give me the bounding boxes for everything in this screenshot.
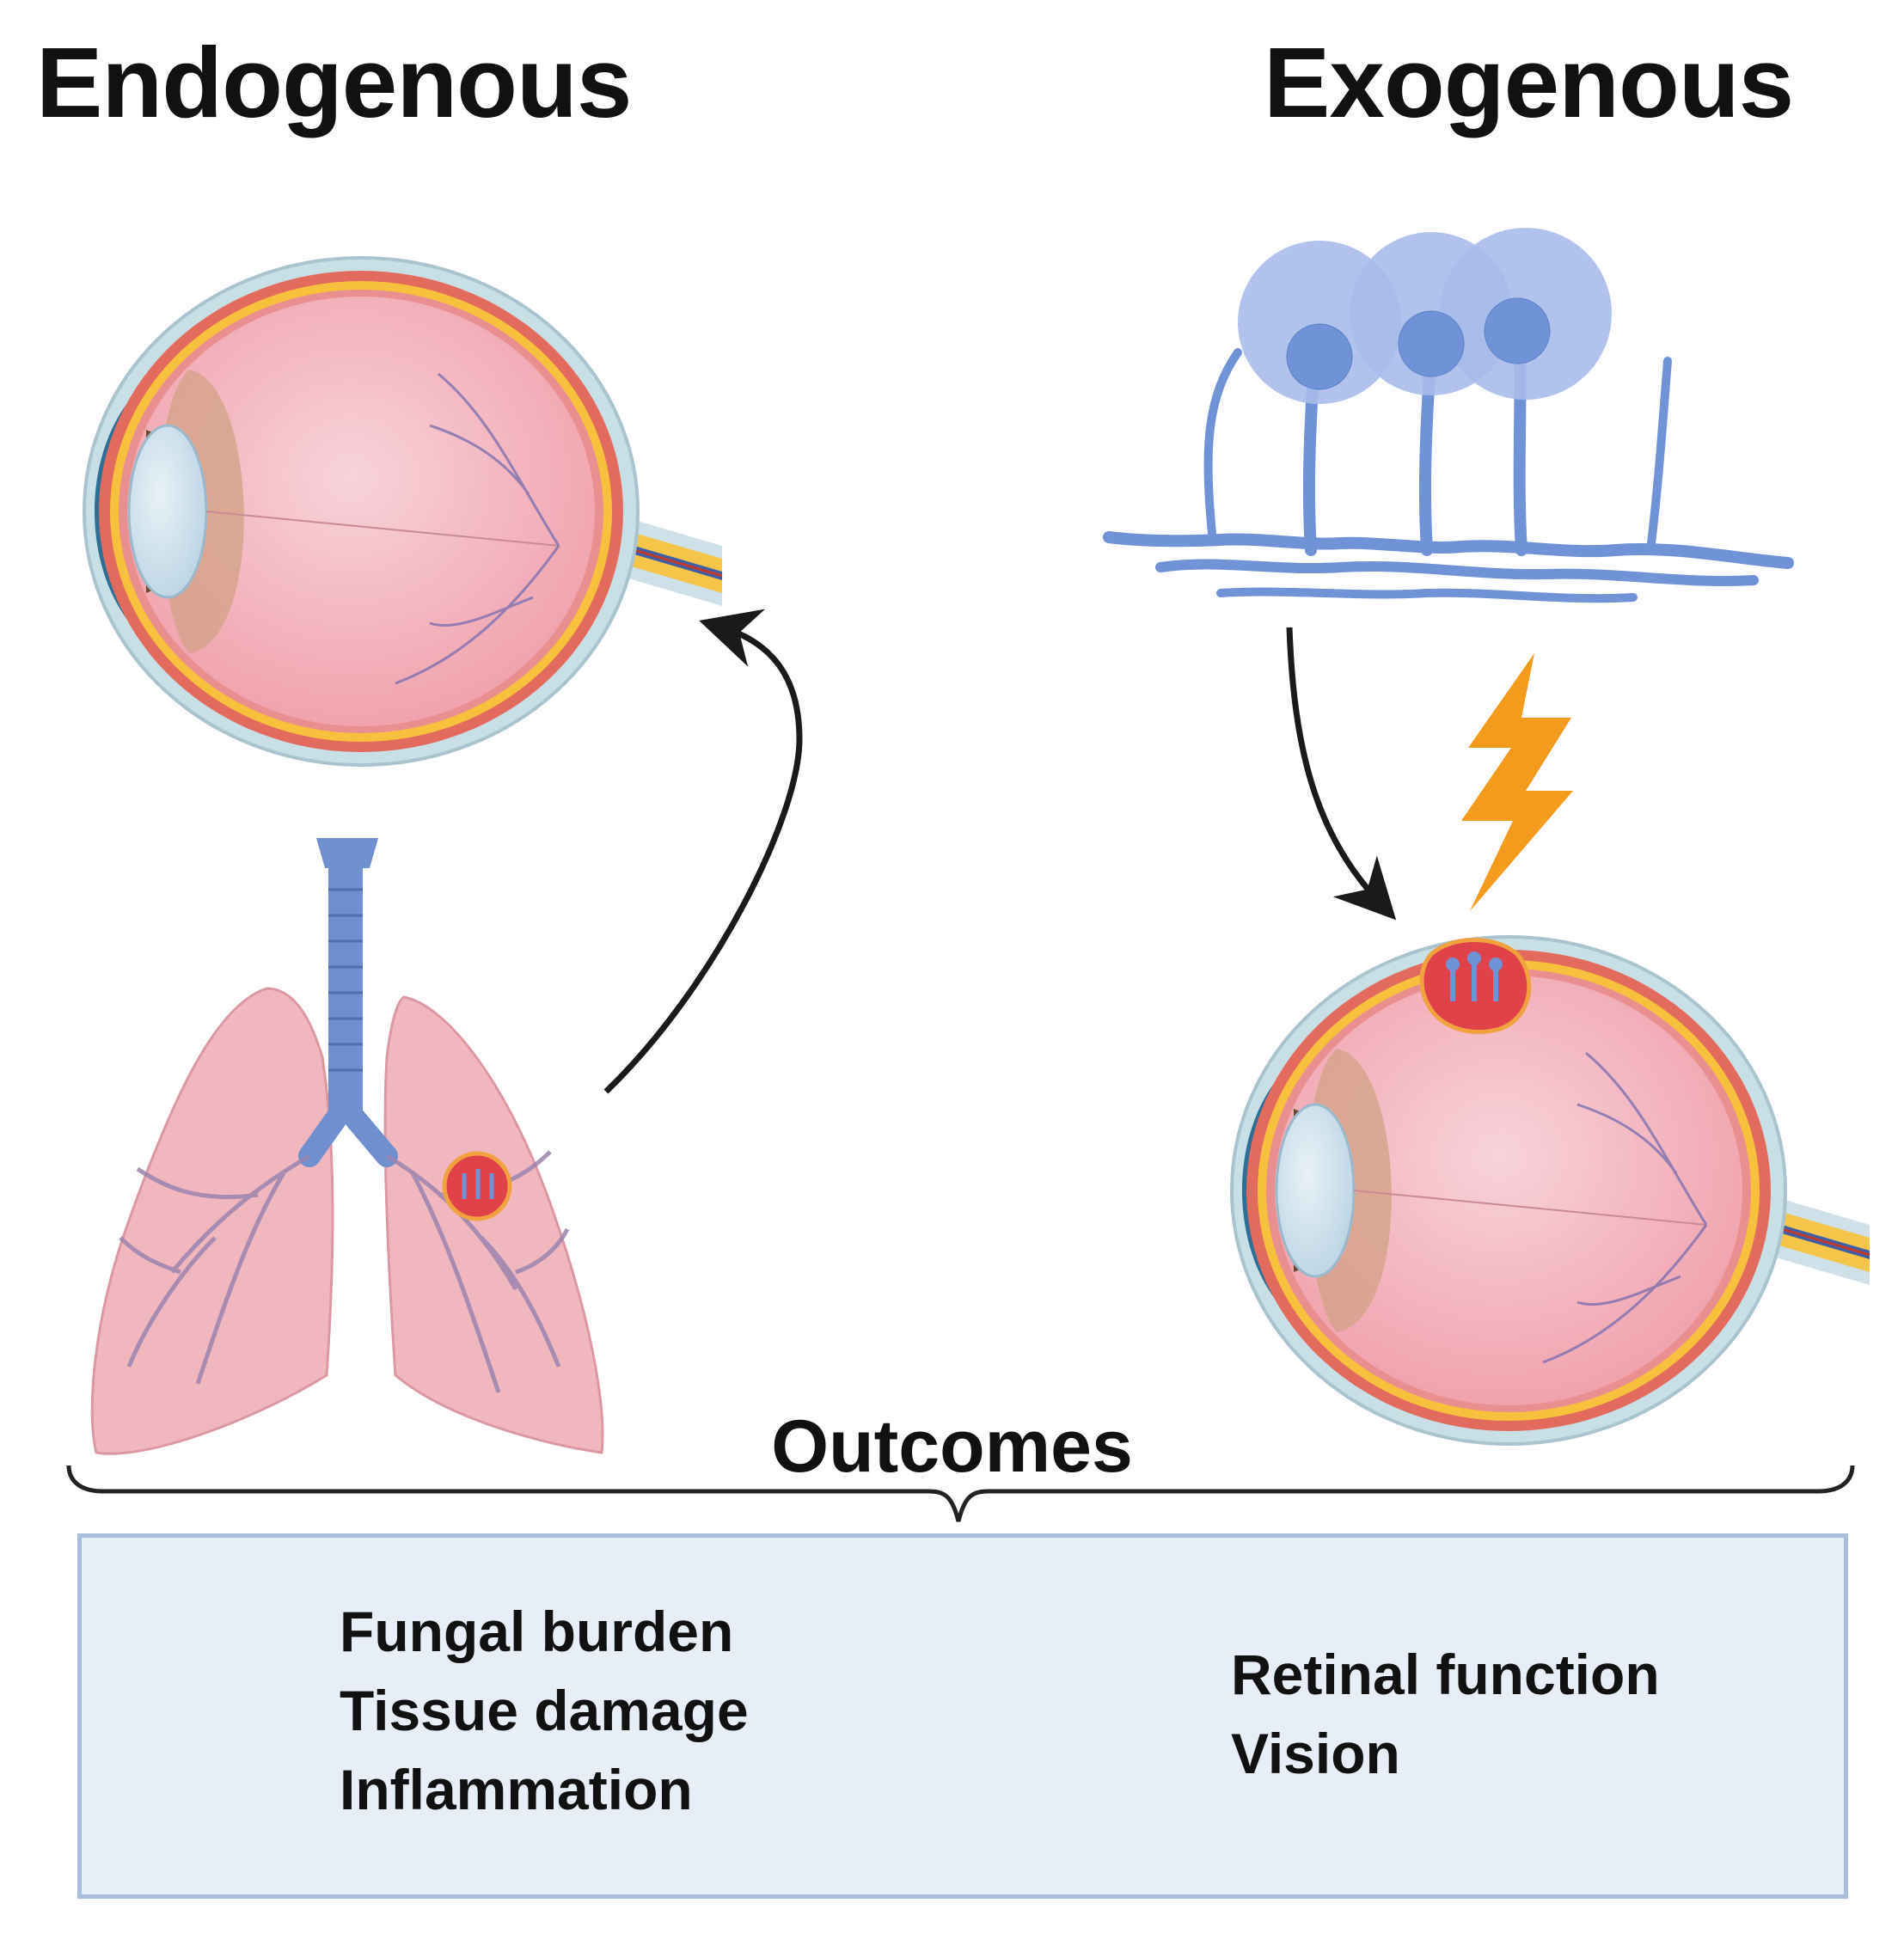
decreased-outcomes-list: Retinal function Vision: [1231, 1635, 1660, 1793]
decreased-outcome-item: Retinal function: [1231, 1643, 1660, 1706]
increased-outcome-item: Tissue damage: [340, 1679, 749, 1742]
outcomes-brace: [66, 1465, 1855, 1522]
lung-infection-focus: [442, 1151, 512, 1221]
fungus-illustration: [1103, 228, 1794, 603]
increased-outcomes-list: Fungal burden Tissue damage Inflammation: [340, 1592, 749, 1829]
increased-outcome-item: Inflammation: [340, 1758, 693, 1821]
exogenous-title: Exogenous: [1264, 27, 1794, 138]
endogenous-title: Endogenous: [36, 27, 632, 138]
eye-infection-focus: [1419, 938, 1532, 1034]
lightning-bolt-icon: [1461, 653, 1573, 911]
exogenous-eye-illustration: [1230, 935, 1871, 1446]
outcomes-box: [77, 1533, 1848, 1899]
decreased-outcome-item: Vision: [1231, 1722, 1400, 1785]
increased-outcome-item: Fungal burden: [340, 1600, 734, 1663]
endogenous-spread-arrow: [603, 609, 803, 1094]
outcomes-heading: Outcomes: [771, 1405, 1133, 1488]
exogenous-entry-arrow: [1286, 627, 1397, 921]
endogenous-eye-illustration: [83, 256, 724, 767]
lungs-illustration: [90, 838, 604, 1455]
